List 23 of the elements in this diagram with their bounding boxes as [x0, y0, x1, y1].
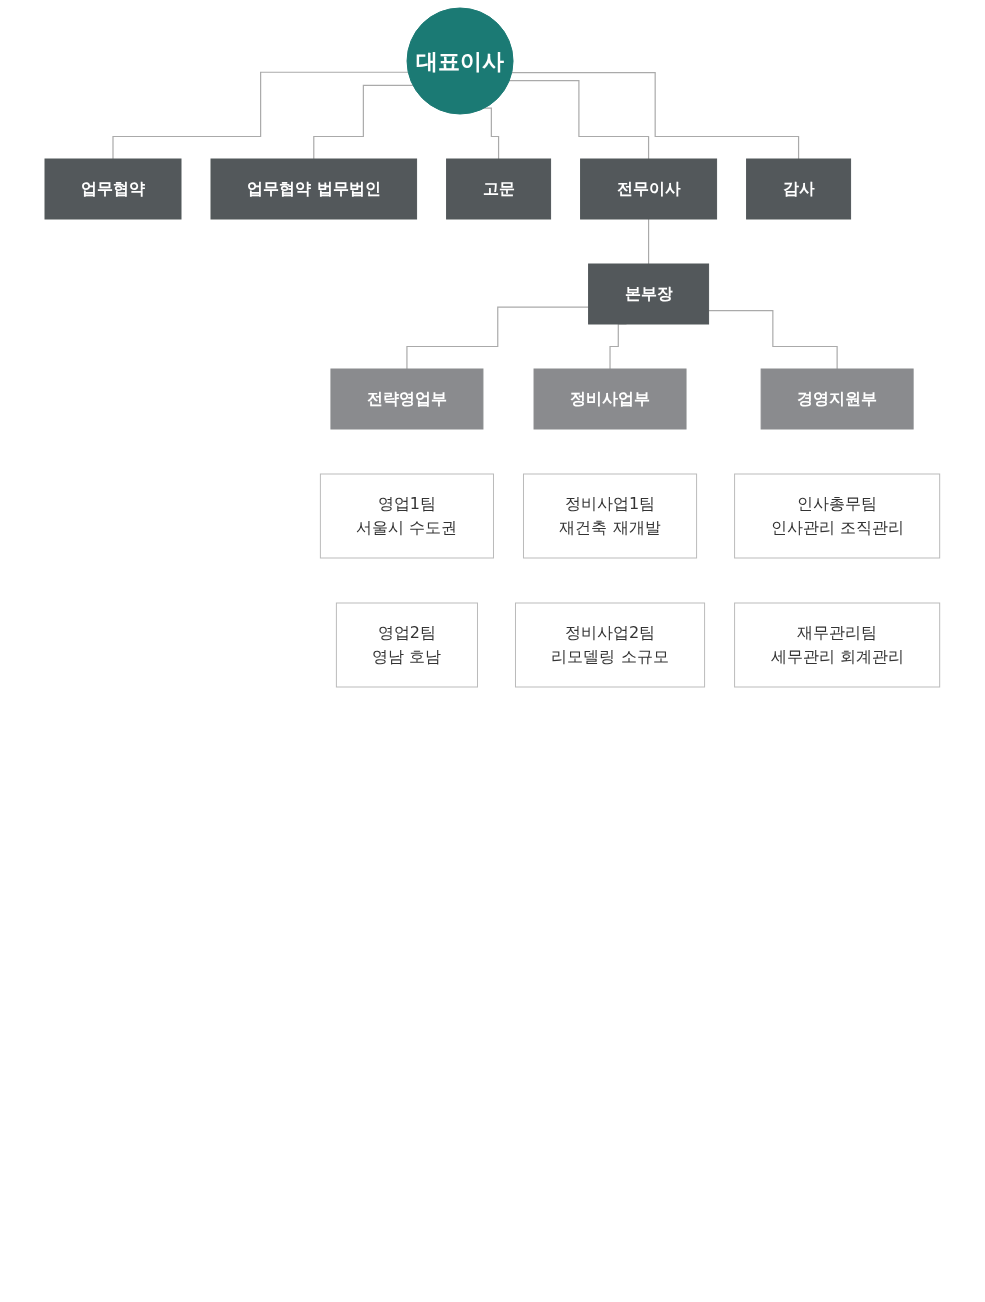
node-box: 고문	[446, 158, 552, 220]
node-box: 정비사업부	[533, 368, 687, 430]
node-box: 전략영업부	[330, 368, 484, 430]
node-box: 본부장	[588, 263, 710, 325]
connector	[112, 71, 409, 160]
node-box: 정비사업2팀 리모델링 소규모	[515, 602, 706, 688]
node-box: 업무협약	[44, 158, 182, 220]
node-box: 재무관리팀 세무관리 회계관리	[734, 602, 941, 688]
node-circle: 대표이사	[406, 7, 514, 115]
node-box: 인사총무팀 인사관리 조직관리	[734, 473, 941, 559]
node-box: 영업1팀 서울시 수도권	[320, 473, 495, 559]
connector	[406, 306, 590, 370]
node-box: 정비사업1팀 재건축 재개발	[523, 473, 698, 559]
connector	[511, 71, 800, 160]
connector	[508, 80, 650, 160]
node-box: 감사	[746, 158, 852, 220]
node-box: 경영지원부	[760, 368, 914, 430]
connector	[708, 310, 838, 370]
node-box: 영업2팀 영남 호남	[336, 602, 479, 688]
connector	[313, 84, 414, 160]
node-box: 업무협약 법무법인	[210, 158, 418, 220]
connector	[648, 218, 650, 265]
node-box: 전무이사	[580, 158, 718, 220]
